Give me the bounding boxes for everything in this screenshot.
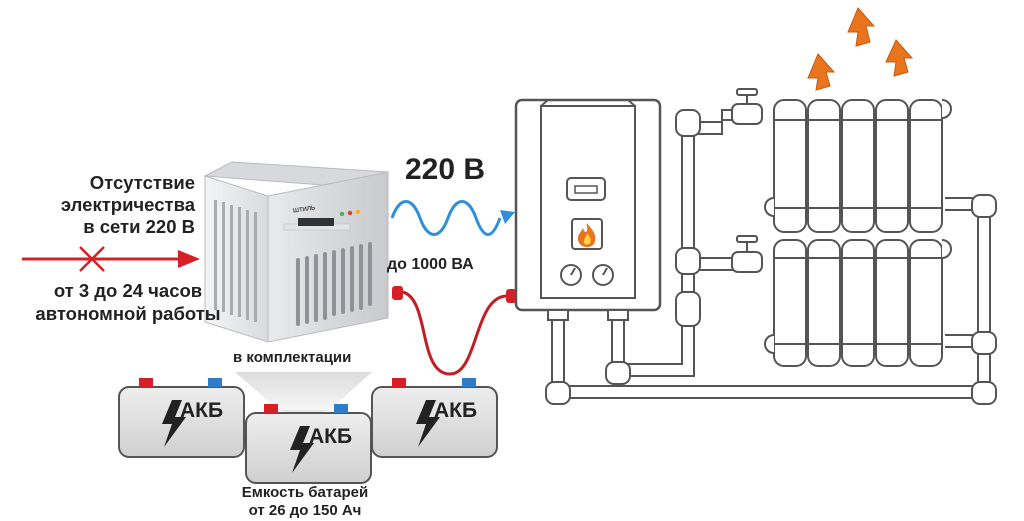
flame-icon bbox=[571, 218, 603, 250]
battery-1 bbox=[118, 378, 245, 458]
battery-1-label: АКБ bbox=[180, 399, 224, 422]
ups-unit bbox=[203, 161, 390, 343]
battery-2 bbox=[245, 404, 372, 484]
kit-label: в комплектации bbox=[233, 349, 352, 366]
input-arrow-crossed bbox=[22, 246, 200, 272]
autonomy-text: от 3 до 24 часов автономной работы bbox=[8, 279, 248, 325]
radiator-lower bbox=[764, 239, 952, 367]
kit-funnel bbox=[235, 372, 372, 410]
output-power: до 1000 ВА bbox=[387, 256, 474, 273]
battery-2-label: АКБ bbox=[309, 425, 353, 448]
valve-lower bbox=[731, 235, 763, 273]
output-voltage: 220 В bbox=[405, 153, 486, 186]
pipe-fittings bbox=[545, 109, 997, 405]
heat-arrows-icon bbox=[807, 7, 914, 91]
boiler bbox=[514, 98, 662, 321]
battery-3-label: АКБ bbox=[434, 399, 478, 422]
autonomy-line-2: автономной работы bbox=[35, 303, 221, 324]
capacity-text: Емкость батарей от 26 до 150 Ач bbox=[205, 484, 405, 520]
outage-line-1: Отсутствие bbox=[89, 172, 195, 193]
outage-line-2: электричества bbox=[60, 194, 195, 215]
battery-3 bbox=[371, 378, 498, 458]
radiator-upper bbox=[764, 99, 952, 233]
capacity-line-2: от 26 до 150 Ач bbox=[248, 502, 362, 519]
power-cable bbox=[392, 286, 517, 376]
valve-upper bbox=[731, 88, 763, 125]
outage-line-3: в сети 220 В bbox=[83, 216, 195, 237]
capacity-line-1: Емкость батарей bbox=[241, 484, 369, 501]
output-wave bbox=[390, 200, 515, 236]
autonomy-line-1: от 3 до 24 часов bbox=[53, 280, 203, 301]
outage-text: Отсутствие электричества в сети 220 В bbox=[40, 172, 195, 238]
